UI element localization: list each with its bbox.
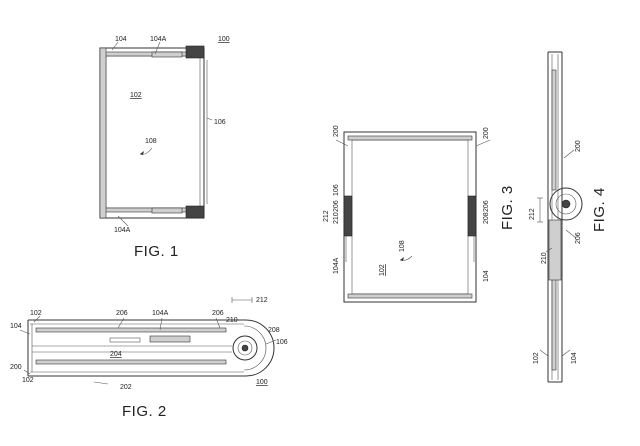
fig3-caption: FIG. 3: [499, 185, 516, 230]
fig2-ref-102: 102: [30, 310, 42, 317]
fig2-ref-200: 200: [10, 364, 22, 371]
fig1-ref-104: 104: [115, 36, 127, 43]
fig3-unfolded-front-view: 200 200 106 212 210 206 206 208 108 104A…: [323, 125, 516, 303]
fig3-ref-208: 208: [483, 212, 490, 224]
fig3-ref-210: 210: [333, 212, 340, 224]
fig3-ref-108: 108: [399, 240, 406, 252]
fig1-ref-104a-top: 104A: [150, 36, 167, 43]
fig3-ref-104: 104: [483, 270, 490, 282]
fig1-hinge-top: [185, 45, 205, 59]
fig1-ref-100: 100: [218, 36, 230, 43]
fig4-unfolded-side-section: 200 212 206 210 102 104 FIG. 4: [529, 51, 608, 383]
fig2-ref-210: 210: [226, 317, 238, 324]
fig4-ref-200: 200: [575, 140, 582, 152]
fig2-ref-106: 106: [276, 339, 288, 346]
fig2-ref-100: 100: [256, 379, 268, 386]
fig2-ref-206-right: 206: [212, 310, 224, 317]
fig2-ref-208: 208: [268, 327, 280, 334]
fig2-ref-212: 212: [256, 297, 268, 304]
fig3-hinge-right: [467, 195, 477, 237]
fig1-ref-108: 108: [145, 138, 157, 145]
fig4-ref-206: 206: [575, 232, 582, 244]
fig1-ref-104a-bottom: 104A: [114, 227, 131, 234]
fig2-ref-102-lower: 102: [22, 377, 34, 384]
fig3-ref-104a: 104A: [333, 257, 340, 274]
fig3-ref-106: 106: [333, 184, 340, 196]
fig2-caption: FIG. 2: [122, 403, 167, 420]
fig1-ref-106: 106: [214, 119, 226, 126]
fig1-outer-frame: [99, 47, 205, 219]
fig3-outer-frame: [343, 131, 477, 303]
fig1-caption: FIG. 1: [134, 243, 179, 260]
fig4-ref-210: 210: [541, 252, 548, 264]
fig4-ref-104: 104: [571, 352, 578, 364]
fig4-hinge-barrel: [549, 187, 583, 221]
fig3-ref-212: 212: [323, 210, 330, 222]
fig3-ref-200-right: 200: [483, 127, 490, 139]
fig4-caption: FIG. 4: [591, 187, 608, 232]
fig4-ref-212: 212: [529, 208, 536, 220]
fig3-ref-206-right: 206: [483, 200, 490, 212]
fig2-ref-204: 204: [110, 351, 122, 358]
fig1-ref-102: 102: [130, 92, 142, 99]
fig2-ref-202: 202: [120, 384, 132, 391]
fig4-ref-102: 102: [533, 352, 540, 364]
fig2-ref-206-left: 206: [116, 310, 128, 317]
fig1-display-panel: [105, 55, 201, 209]
fig3-ref-102: 102: [379, 264, 386, 276]
fig2-folded-side-section: 102 206 104A 206 212 210 104 208 106 204…: [10, 297, 288, 420]
fig2-ref-104: 104: [10, 323, 22, 330]
fig3-ref-206-left: 206: [333, 200, 340, 212]
fig3-ref-200-left: 200: [333, 125, 340, 137]
fig2-ref-104a: 104A: [152, 310, 169, 317]
fig1-device-front-view: 104 104A 100 102 106 108 104A FIG. 1: [99, 36, 230, 260]
fig3-hinge-left: [343, 195, 353, 237]
fig3-display-panel: [351, 139, 469, 295]
fig2-hinge-barrel: [232, 335, 258, 361]
fig1-hinge-bottom: [185, 205, 205, 219]
